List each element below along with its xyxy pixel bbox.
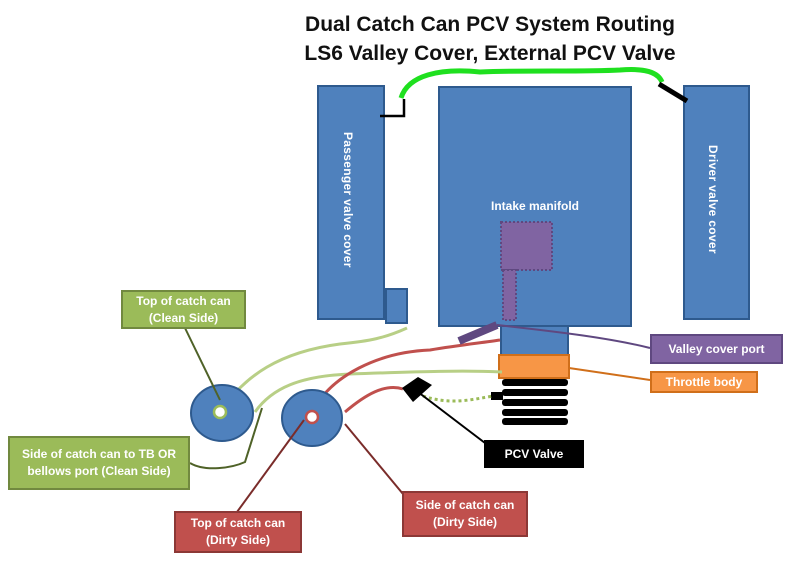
catch-can-dirty bbox=[281, 389, 343, 447]
valley-cover-plate bbox=[500, 221, 553, 271]
clean-hose-upper bbox=[218, 326, 408, 413]
throttle-body bbox=[498, 354, 570, 379]
callout-top-clean-line2: (Clean Side) bbox=[148, 310, 219, 325]
passenger-fitting bbox=[380, 99, 406, 118]
callout-top-clean-line1: Top of catch can bbox=[136, 293, 231, 308]
intake-manifold bbox=[438, 86, 632, 327]
passenger-cover-port bbox=[385, 288, 408, 324]
passenger-valve-cover bbox=[317, 85, 385, 320]
valley-port-tube bbox=[457, 321, 499, 345]
title-line-1: Dual Catch Can PCV System Routing bbox=[305, 13, 675, 36]
driver-valve-cover-label: Driver valve cover bbox=[706, 145, 720, 254]
callout-top-dirty: Top of catch can (Dirty Side) bbox=[174, 511, 302, 553]
callout-pcv-valve: PCV Valve bbox=[484, 440, 584, 468]
callout-side-clean-line1: Side of catch can to TB OR bbox=[21, 447, 177, 461]
leader-pcv bbox=[417, 391, 486, 444]
driver-valve-cover bbox=[683, 85, 750, 320]
title-line-2: LS6 Valley Cover, External PCV Valve bbox=[304, 42, 676, 65]
callout-side-clean: Side of catch can to TB OR bellows port … bbox=[8, 436, 190, 490]
leader-side-dirty bbox=[344, 423, 404, 495]
bellows-port bbox=[491, 392, 503, 400]
pcv-valve-body bbox=[402, 377, 432, 402]
callout-side-dirty: Side of catch can (Dirty Side) bbox=[402, 491, 528, 537]
callout-side-dirty-line2: (Dirty Side) bbox=[432, 515, 497, 529]
passenger-valve-cover-label: Passenger valve cover bbox=[341, 132, 355, 268]
catch-can-clean bbox=[190, 384, 254, 442]
clean-hose-dotted bbox=[422, 394, 494, 403]
leader-top-clean bbox=[184, 327, 221, 401]
leader-throttle bbox=[568, 367, 651, 381]
leader-side-clean bbox=[189, 407, 263, 470]
callout-valley-cover-port: Valley cover port bbox=[650, 334, 783, 364]
valley-cover-neck bbox=[502, 269, 517, 321]
bellows bbox=[502, 379, 568, 425]
callout-side-clean-line2: bellows port (Clean Side) bbox=[27, 464, 171, 478]
intake-manifold-label: Intake manifold bbox=[490, 199, 579, 213]
callout-top-dirty-line1: Top of catch can bbox=[190, 516, 286, 530]
leader-valley bbox=[496, 324, 651, 349]
throttle-neck bbox=[500, 325, 569, 356]
green-crossover-hose bbox=[398, 67, 665, 99]
callout-top-clean: Top of catch can (Clean Side) bbox=[121, 290, 246, 329]
callout-side-dirty-line1: Side of catch can bbox=[415, 498, 515, 512]
dirty-hose-upper bbox=[310, 338, 501, 414]
leader-top-dirty bbox=[236, 419, 305, 513]
callout-throttle-body: Throttle body bbox=[650, 371, 758, 393]
driver-fitting bbox=[657, 81, 689, 104]
callout-top-dirty-line2: (Dirty Side) bbox=[205, 533, 270, 547]
dirty-hose-lower bbox=[344, 386, 404, 414]
